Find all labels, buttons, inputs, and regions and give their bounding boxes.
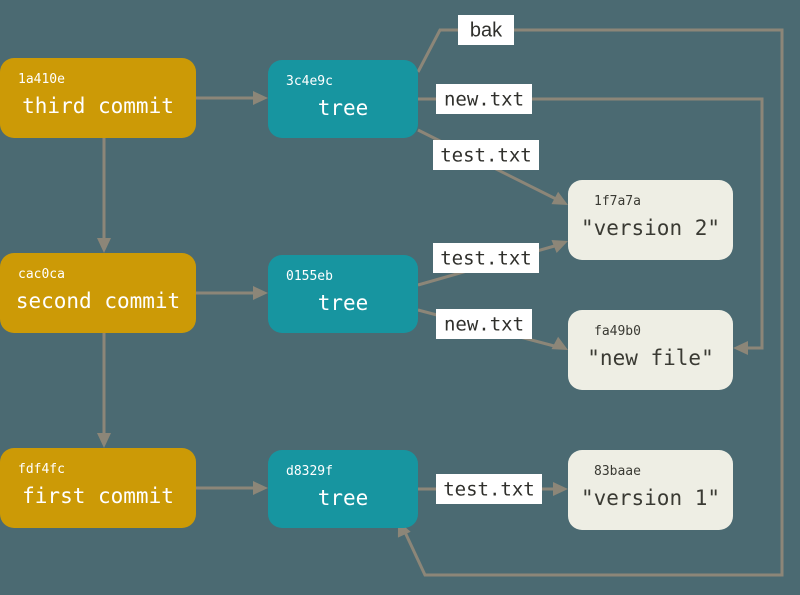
node-tree-d8329f[interactable]: d8329f tree (268, 450, 418, 528)
edge-arrow-head (553, 482, 568, 496)
node-commit-fdf4fc[interactable]: fdf4fc first commit (0, 448, 196, 528)
node-hash-label: 83baae (594, 464, 641, 479)
node-hash-label: cac0ca (18, 267, 65, 282)
node-hash-label: 1a410e (18, 72, 65, 87)
node-body (268, 255, 418, 333)
edge-commit-third-to-tree-3c4e9c (196, 91, 268, 105)
edge-label-text: new.txt (444, 314, 524, 336)
edge-arrow-head (253, 481, 268, 495)
node-body (568, 180, 733, 260)
node-hash-label: fdf4fc (18, 462, 65, 477)
edge-label-bak: bak (458, 15, 514, 45)
edge-arrow-head (253, 91, 268, 105)
edge-line (418, 97, 764, 350)
node-body (0, 253, 196, 333)
edge-label-background (458, 15, 514, 45)
nodes-layer: 1a410e third commit cac0ca second commit fdf… (0, 58, 733, 530)
node-title-label: tree (318, 291, 369, 315)
node-body (568, 450, 733, 530)
node-blob-1f7a7a[interactable]: 1f7a7a "version 2" (568, 180, 733, 260)
node-commit-cac0ca[interactable]: cac0ca second commit (0, 253, 196, 333)
node-hash-label: d8329f (286, 464, 333, 479)
node-title-label: second commit (16, 289, 180, 313)
node-commit-1a410e[interactable]: 1a410e third commit (0, 58, 196, 138)
node-title-label: first commit (22, 484, 174, 508)
edge-arrow-head (97, 238, 111, 253)
edge-label-new-txt: new.txt (436, 309, 532, 339)
node-title-label: "new file" (587, 346, 713, 370)
edge-label-background (433, 243, 539, 273)
edge-label-test-txt: test.txt (433, 243, 539, 273)
node-title-label: "version 1" (581, 486, 720, 510)
edge-label-background (436, 309, 532, 339)
edge-line (402, 28, 784, 577)
edge-label-background (436, 84, 532, 114)
node-body (0, 58, 196, 138)
node-body (268, 60, 418, 138)
edge-commit-first-to-tree-d8329f (196, 481, 268, 495)
edge-label-text: bak (470, 19, 503, 41)
edge-arrow-head (97, 433, 111, 448)
edge-label-text: test.txt (443, 479, 535, 501)
node-title-label: third commit (22, 94, 174, 118)
edge-arrow-head (551, 191, 568, 205)
node-title-label: tree (318, 486, 369, 510)
node-blob-fa49b0[interactable]: fa49b0 "new file" (568, 310, 733, 390)
edge-arrow-head (253, 286, 268, 300)
edge-label-background (433, 140, 539, 170)
edge-tree-3c4e9c-to-blob-fa49b0 (418, 97, 764, 355)
edge-label-background (436, 474, 542, 504)
edge-commit-second-to-tree-0155eb (196, 286, 268, 300)
node-blob-83baae[interactable]: 83baae "version 1" (568, 450, 733, 530)
edge-label-text: new.txt (444, 89, 524, 111)
edge-label-test-txt: test.txt (433, 140, 539, 170)
node-hash-label: 3c4e9c (286, 74, 333, 89)
edge-label-new-txt: new.txt (436, 84, 532, 114)
node-body (0, 448, 196, 528)
node-tree-0155eb[interactable]: 0155eb tree (268, 255, 418, 333)
edge-arrow-head (733, 341, 748, 355)
edge-commit-third-to-commit-second (97, 138, 111, 253)
edge-arrow-head (551, 240, 568, 254)
edge-label-test-txt: test.txt (436, 474, 542, 504)
edge-label-text: test.txt (440, 248, 532, 270)
node-hash-label: 0155eb (286, 269, 333, 284)
edge-label-text: test.txt (440, 145, 532, 167)
node-title-label: tree (318, 96, 369, 120)
node-title-label: "version 2" (581, 216, 720, 240)
edge-arrow-head (551, 336, 568, 350)
node-hash-label: fa49b0 (594, 324, 641, 339)
node-body (268, 450, 418, 528)
edge-commit-second-to-commit-first (97, 333, 111, 448)
node-hash-label: 1f7a7a (594, 194, 641, 209)
edge-labels-layer: bak new.txt test.txt test.txt new.txt test.tx… (433, 15, 542, 504)
node-tree-3c4e9c[interactable]: 3c4e9c tree (268, 60, 418, 138)
node-body (568, 310, 733, 390)
